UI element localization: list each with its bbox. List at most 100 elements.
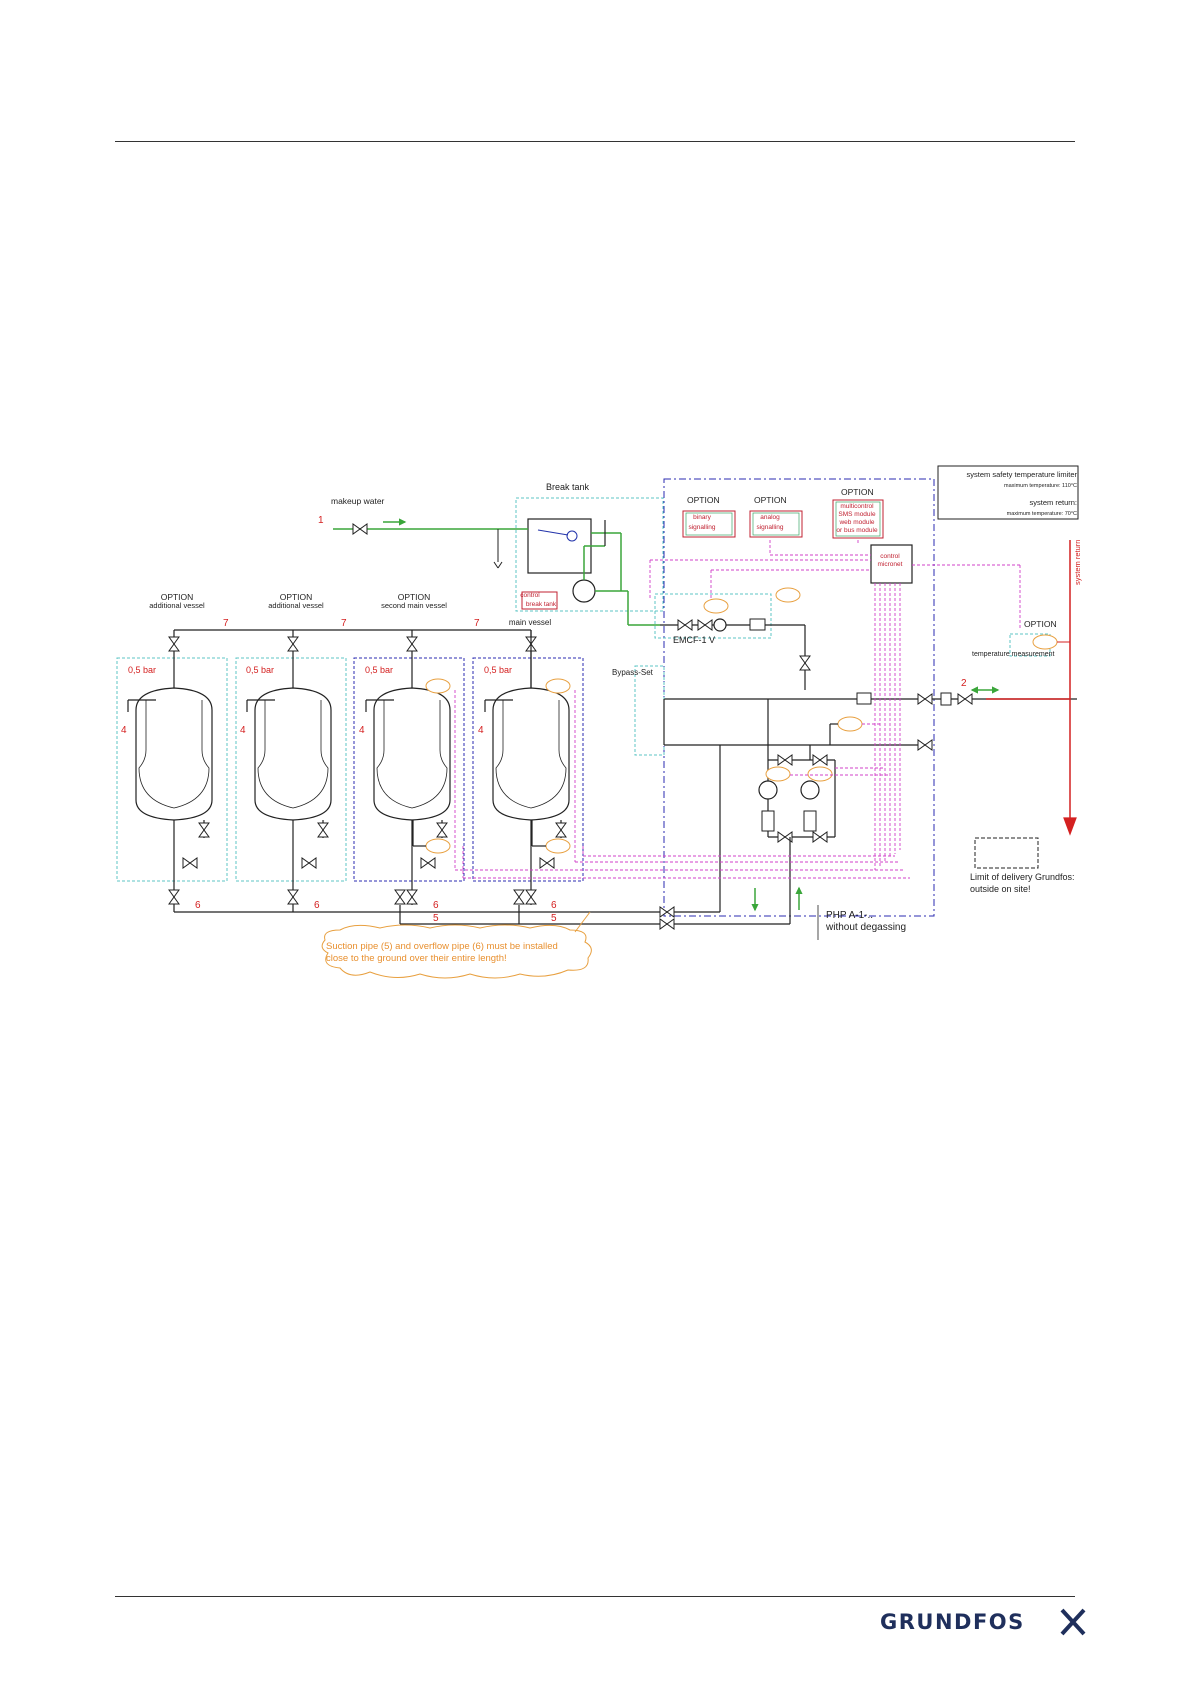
vessel-side-valve-icon: [317, 822, 329, 838]
vessel-bottom-valve-icon: [525, 889, 537, 905]
return-flow-arrow-head: [795, 886, 803, 895]
valve-icon: [697, 619, 713, 631]
safety-limiter-max: maximum temperature: 110°C: [1004, 483, 1077, 489]
vessel-membrane-1: [138, 700, 210, 809]
option-vessel-2: OPTION: [280, 592, 313, 602]
footer-rule: [115, 1596, 1075, 1597]
valve-icon: [812, 831, 828, 843]
binary-line2: signalling: [688, 524, 715, 531]
multicontrol-line1: multicontrol: [840, 503, 874, 510]
vessel-body-2: [254, 687, 332, 821]
safety-limiter-box: [937, 465, 1079, 520]
number-4-d: 4: [478, 725, 484, 736]
pressure-sensor-icon: [545, 678, 571, 694]
pipe-line: [497, 561, 503, 569]
pressure-sensor-icon: [425, 678, 451, 694]
vessel-bottom-valve-icon: [406, 889, 418, 905]
system-return-title: system return:: [1029, 498, 1077, 507]
vessel-membrane-2: [257, 700, 329, 809]
bypass-set-frame: [634, 665, 665, 756]
system-return-vertical: system return: [1073, 540, 1082, 585]
vessel-top-valve-icon: [406, 636, 418, 652]
pipe-line: [574, 911, 591, 933]
vessel-top-valve-icon: [287, 636, 299, 652]
frame: [835, 501, 881, 537]
php-label-line1: PHP A-1-..: [826, 910, 873, 921]
vessel-drain-valve-icon: [539, 857, 555, 869]
makeup-water-label: makeup water: [331, 496, 385, 506]
level-sensor-icon: [545, 838, 571, 854]
frame: [685, 512, 733, 536]
pump-sensor-icon: [765, 766, 791, 782]
system-return-max: maximum temperature: 70°C: [1007, 511, 1077, 517]
php-label-line2: without degassing: [825, 922, 906, 933]
makeup-valve-icon: [352, 523, 368, 535]
check-valve-icon: [749, 618, 766, 631]
pump-sensor-icon: [807, 766, 833, 782]
analog-line2: signalling: [756, 524, 783, 531]
makeup-flow-arrow-head: [398, 518, 407, 526]
non-return-valve-icon: [761, 810, 775, 832]
vessel-side-valve-icon: [436, 822, 448, 838]
number-4-c: 4: [359, 725, 365, 736]
system-return-arrow: [1063, 817, 1077, 836]
vessel-top-valve-icon: [168, 636, 180, 652]
binary-line1: binary: [693, 514, 711, 521]
temperature-sensor-icon: [775, 587, 801, 603]
multicontrol-line4: or bus module: [836, 527, 878, 534]
valve-icon: [917, 739, 933, 751]
frame: [752, 512, 800, 536]
option-analog-label: OPTION: [754, 495, 787, 505]
valve-icon: [777, 754, 793, 766]
pressure-transmitter-icon: [837, 716, 863, 732]
suction-flow-arrow-head: [751, 903, 759, 912]
pressure-vessel-1: 0,5 bar: [128, 665, 156, 675]
valve-icon: [394, 889, 406, 905]
option-binary-label: OPTION: [687, 495, 720, 505]
control-break-tank-line2: break tank: [526, 601, 557, 608]
installation-note-line2: close to the ground over their entire le…: [326, 953, 507, 964]
grundfos-x-icon: [1060, 1608, 1086, 1636]
number-7-a: 7: [223, 618, 229, 629]
vessel-side-valve-icon: [555, 822, 567, 838]
valve-icon: [659, 918, 675, 930]
number-6-b: 6: [314, 900, 320, 911]
vessel-membrane-3: [376, 700, 448, 809]
analog-signalling-box: [749, 510, 803, 538]
emcf-sensor-icon: [703, 598, 729, 614]
pump-1-icon: [758, 780, 778, 800]
option-temperature-label: OPTION: [1024, 619, 1057, 629]
pressure-vessel-3: 0,5 bar: [365, 665, 393, 675]
connection-arrow-left-head: [970, 686, 979, 694]
vessel-body-4: [492, 687, 570, 821]
meter-icon: [713, 618, 727, 632]
additional-vessel-1: additional vessel: [149, 601, 205, 610]
valve-icon: [677, 619, 693, 631]
break-tank-label: Break tank: [546, 482, 590, 492]
vessel-body-1: [135, 687, 213, 821]
pump-2-icon: [800, 780, 820, 800]
flex-hose-icon: [940, 692, 952, 706]
bypass-set-label: Bypass-Set: [612, 668, 654, 677]
number-6-d: 6: [551, 900, 557, 911]
vessel-side-valve-icon: [198, 822, 210, 838]
vessel-frame-4: [472, 657, 584, 882]
pipe-line: [493, 561, 499, 569]
number-5-b: 5: [551, 913, 557, 924]
safety-limiter-title: system safety temperature limiter: [967, 470, 1078, 479]
emcf-frame: [654, 593, 772, 639]
number-1: 1: [318, 515, 324, 526]
control-micronet-line2: micronet: [878, 561, 903, 568]
vessel-bottom-valve-icon: [168, 889, 180, 905]
valve-icon: [957, 693, 973, 705]
limit-of-delivery-symbol: [974, 837, 1039, 869]
temperature-measurement-label: temperature measurement: [972, 651, 1055, 658]
multicontrol-line3: web module: [838, 519, 874, 526]
option-multicontrol-label: OPTION: [841, 487, 874, 497]
additional-vessel-2: additional vessel: [268, 601, 324, 610]
valve-icon: [812, 754, 828, 766]
main-vessel: main vessel: [509, 618, 551, 627]
pressure-vessel-4: 0,5 bar: [484, 665, 512, 675]
valve-icon: [513, 889, 525, 905]
float-switch-icon: [566, 530, 578, 542]
